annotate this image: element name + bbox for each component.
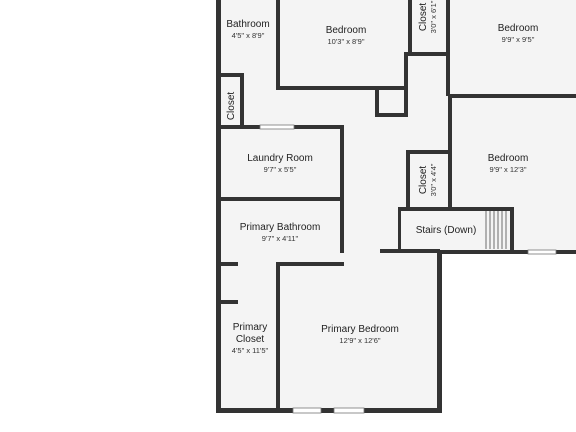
window xyxy=(292,407,322,414)
room-name: Bedroom xyxy=(488,153,529,164)
room-name: Primary xyxy=(233,322,267,333)
room-name: Closet xyxy=(418,166,429,195)
wall xyxy=(510,207,514,253)
wall xyxy=(398,207,514,211)
wall xyxy=(216,73,244,77)
room-dims: 12'9" x 12'6" xyxy=(339,336,380,345)
room-name: Bedroom xyxy=(498,23,539,34)
room-name: Bedroom xyxy=(326,25,367,36)
room-name: Closet xyxy=(236,334,265,345)
room-dims: 9'7" x 4'11" xyxy=(262,234,299,243)
wall xyxy=(276,86,408,90)
room-dims: 3'0" x 6'1" xyxy=(429,0,438,33)
room-name: Primary Bathroom xyxy=(240,222,321,233)
wall xyxy=(216,262,238,266)
room-dims: 10'3" x 8'9" xyxy=(328,37,365,46)
window xyxy=(259,124,295,130)
window xyxy=(527,249,557,255)
wall xyxy=(375,113,408,117)
room-name: Bathroom xyxy=(226,19,269,30)
floor-areas xyxy=(218,0,576,410)
wall xyxy=(450,94,576,98)
wall xyxy=(404,52,408,117)
wall xyxy=(276,262,344,266)
wall xyxy=(216,197,344,201)
wall xyxy=(446,56,450,96)
stairs-treads xyxy=(485,211,507,249)
room-dims: 9'7" x 5'5" xyxy=(264,165,297,174)
room-name: Closet xyxy=(418,3,429,32)
room-name: Primary Bedroom xyxy=(321,324,399,335)
floor-main xyxy=(218,0,576,410)
wall xyxy=(216,300,238,304)
wall xyxy=(216,408,442,413)
room-labels: Bathroom 4'5" x 8'9" Bedroom 10'3" x 8'9… xyxy=(226,0,538,355)
wall xyxy=(437,250,576,254)
wall xyxy=(398,207,401,253)
wall xyxy=(380,249,440,253)
room-name: Closet xyxy=(226,92,237,121)
windows xyxy=(259,124,557,414)
room-dims: 9'9" x 12'3" xyxy=(490,165,527,174)
wall xyxy=(216,0,221,413)
window xyxy=(333,407,365,414)
wall xyxy=(406,150,452,154)
room-dims: 9'9" x 9'5" xyxy=(502,35,535,44)
wall xyxy=(240,73,244,127)
room-name: Stairs (Down) xyxy=(416,225,477,236)
wall xyxy=(406,150,410,208)
wall xyxy=(375,86,379,117)
wall xyxy=(446,0,450,56)
room-dims: 3'0" x 4'4" xyxy=(429,163,438,196)
wall xyxy=(340,125,344,253)
wall xyxy=(276,262,280,413)
room-dims: 4'5" x 11'5" xyxy=(232,346,269,355)
room-name: Laundry Room xyxy=(247,153,313,164)
wall xyxy=(437,250,442,413)
walls xyxy=(216,0,576,413)
wall xyxy=(408,52,450,56)
wall xyxy=(276,0,280,90)
room-dims: 4'5" x 8'9" xyxy=(232,31,265,40)
wall xyxy=(408,0,412,56)
